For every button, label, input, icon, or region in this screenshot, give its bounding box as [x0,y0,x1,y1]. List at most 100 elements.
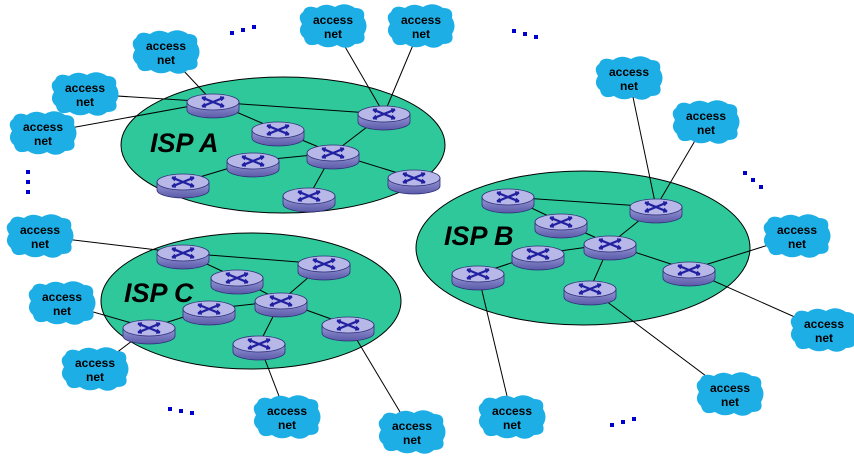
access-net-label-line2: net [721,395,739,409]
ellipsis-icon [512,29,538,39]
router-icon [321,316,375,342]
router-icon [186,93,240,119]
access-net-label-line1: access [23,120,63,134]
access-net-label-line1: access [492,404,532,418]
access-net-label-line1: access [42,290,82,304]
cloud-icon [696,372,764,416]
access-net-label-line2: net [620,79,638,93]
router-icon [306,144,360,170]
cloud-icon [387,4,455,48]
access-net-label-line1: access [20,223,60,237]
router-icon [534,213,588,239]
link [212,101,385,115]
access-net-label-line1: access [146,39,186,53]
router-icon [156,173,210,199]
access-net-label-line2: net [34,134,52,148]
access-net-label-line1: access [392,419,432,433]
access-net-label-line2: net [697,123,715,137]
router-icon [662,261,716,287]
link [477,273,513,418]
router-icon [563,280,617,306]
access-net-label-line1: access [609,65,649,79]
cloud-icon [253,395,321,439]
router-icon [182,300,236,326]
cloud-icon [61,347,129,391]
router-icon [451,265,505,291]
cloud-icon [28,281,96,325]
access-net-label-line2: net [403,433,421,447]
ellipsis-icon [26,170,30,194]
access-net-label-line2: net [31,237,49,251]
ellipsis-icon [610,417,636,427]
ellipses-layer [26,25,763,427]
router-icon [156,244,210,270]
router-icon [357,105,411,131]
cloud-icon [595,56,663,100]
router-icon [387,169,441,195]
access-net-label-line2: net [412,27,430,41]
access-net-label-line2: net [278,418,296,432]
router-icon [583,235,637,261]
cloud-icon [378,410,446,454]
router-icon [282,187,336,213]
link [628,77,657,208]
isp-c-label: ISP C [124,278,194,308]
cloud-icon [478,395,546,439]
cloud-icon [51,72,119,116]
access-net-label-line1: access [65,81,105,95]
router-icon [481,188,535,214]
cloud-icon [299,4,367,48]
router-icon [226,152,280,178]
access-net-label-line1: access [75,356,115,370]
access-net-label-line2: net [86,370,104,384]
cloud-icon [763,214,831,258]
access-net-label-line2: net [503,418,521,432]
access-net-label-line2: net [324,27,342,41]
isp-b-label: ISP B [444,221,514,251]
access-net-label-line1: access [686,109,726,123]
cloud-icon [9,111,77,155]
router-icon [122,319,176,345]
access-net-label-line1: access [267,404,307,418]
ellipsis-icon [230,25,256,35]
access-net-label-line1: access [777,223,817,237]
ellipsis-icon [168,407,194,415]
access-net-label-line1: access [710,381,750,395]
cloud-icon [672,100,740,144]
router-icon [232,335,286,361]
access-net-label-line2: net [815,331,833,345]
router-icon [210,269,264,295]
access-net-label-line1: access [401,13,441,27]
access-net-label-line2: net [53,304,71,318]
cloud-icon [132,30,200,74]
cloud-icon [790,308,854,352]
router-icon [251,121,305,147]
access-net-label-line2: net [76,95,94,109]
ellipsis-icon [743,171,763,189]
router-icon [511,245,565,271]
isp-a-label: ISP A [150,128,219,158]
router-icon [629,198,683,224]
access-net-label-line2: net [788,237,806,251]
router-icon [254,292,308,318]
access-net-label-line1: access [804,317,844,331]
access-net-label-line2: net [157,53,175,67]
router-icon [297,255,351,281]
access-net-label-line1: access [313,13,353,27]
